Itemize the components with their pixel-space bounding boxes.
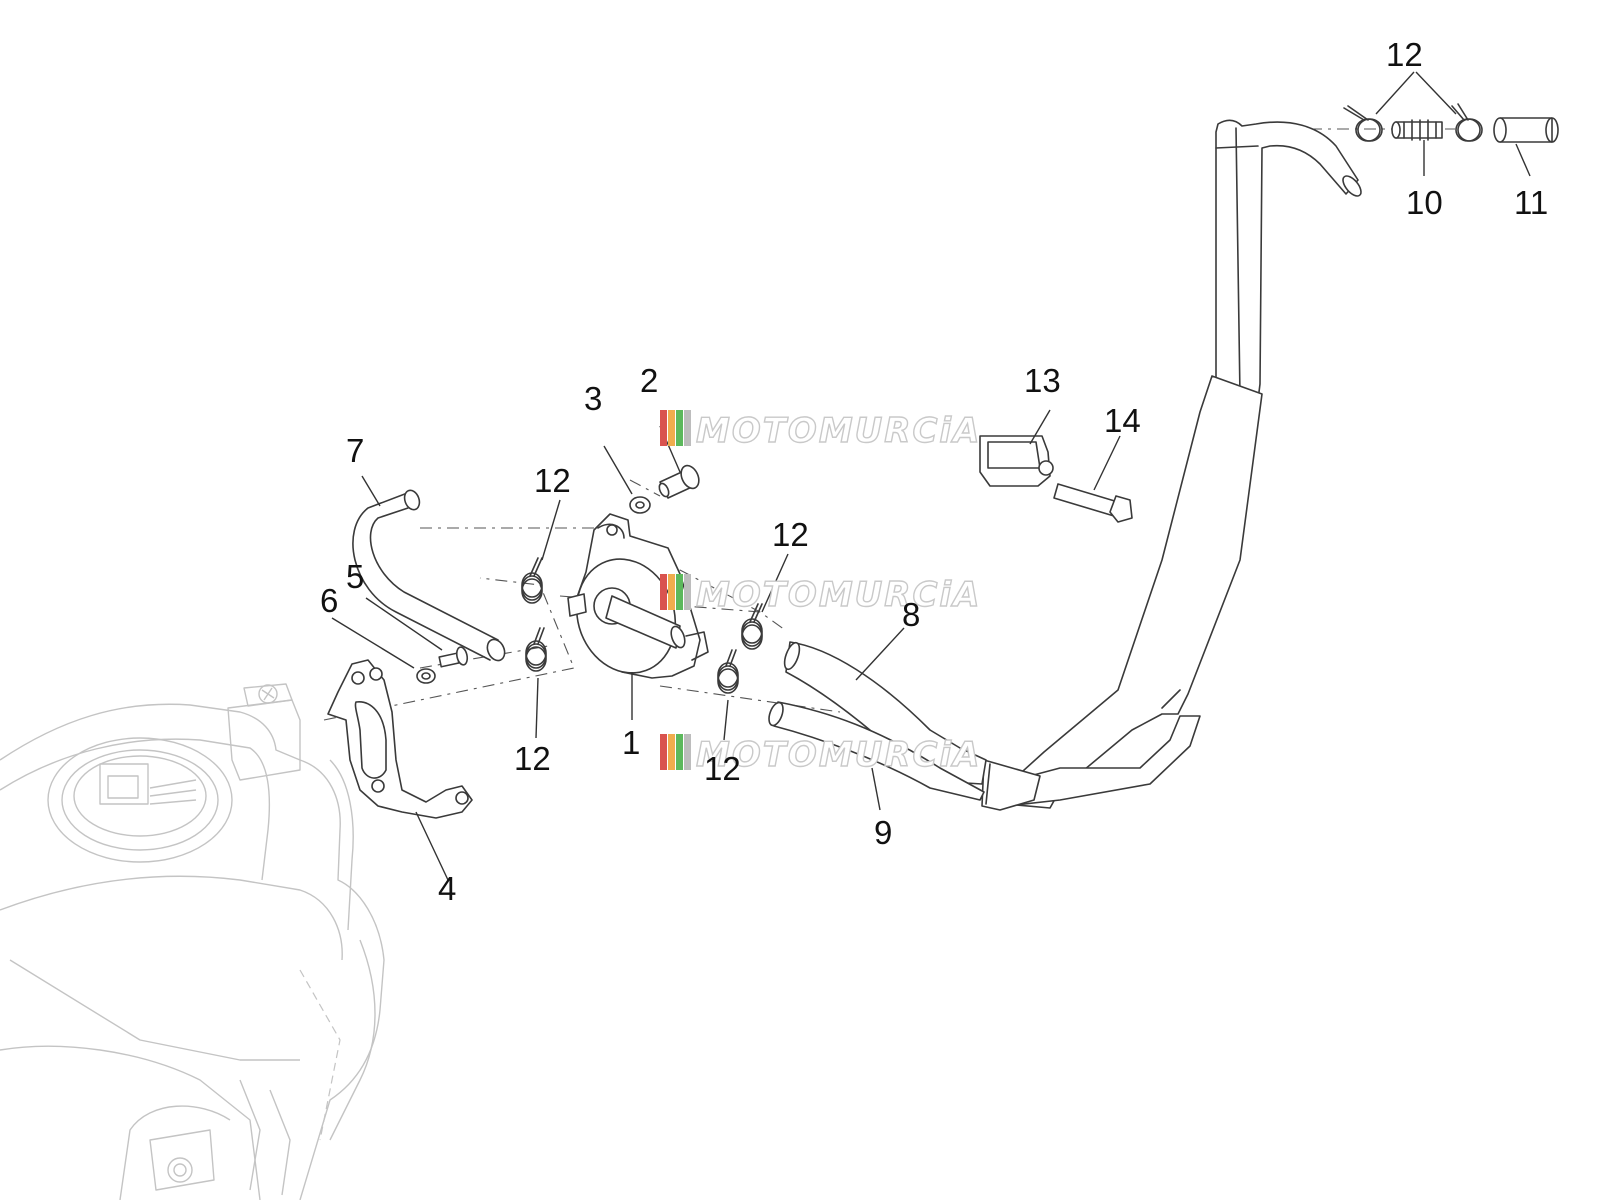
callout-14: 14	[1104, 402, 1141, 439]
watermark-stripe	[676, 574, 683, 610]
callout-12-right-upper: 12	[772, 516, 809, 553]
bolt-part-2[interactable]	[657, 463, 702, 499]
callout-3: 3	[584, 380, 602, 417]
watermark-stripe	[660, 574, 667, 610]
hose-part-7[interactable]	[352, 488, 508, 663]
callout-12-left-upper: 12	[534, 462, 571, 499]
callout-12-right-lower: 12	[704, 750, 741, 787]
callout-11: 11	[1514, 184, 1548, 221]
watermark-text: MOTOMURCiA	[696, 575, 981, 615]
callout-7: 7	[346, 432, 364, 469]
bolt-part-14[interactable]	[1053, 483, 1133, 523]
callout-2: 2	[640, 362, 658, 399]
watermark-stripe	[684, 410, 691, 446]
callout-9: 9	[874, 814, 892, 851]
hose-part-8-9[interactable]	[766, 119, 1364, 811]
screw-part-5[interactable]	[438, 646, 469, 668]
clamp-part-13[interactable]	[979, 435, 1054, 487]
callout-6: 6	[320, 582, 338, 619]
callout-5: 5	[346, 558, 364, 595]
watermark-stripe	[684, 734, 691, 770]
watermark-text: MOTOMURCiA	[696, 735, 981, 775]
watermark-stripe	[676, 734, 683, 770]
watermark-stripe	[660, 410, 667, 446]
watermark-stripe	[676, 410, 683, 446]
callout-12-top: 12	[1386, 36, 1423, 73]
callout-labels: 1 2 3 4 5 6 7 8 9 10 11 12 12 12 12 12 1…	[320, 36, 1548, 907]
fuel-tank-ghost	[0, 683, 385, 1200]
sleeve-part-11[interactable]	[1493, 117, 1559, 143]
filter-body-part-1[interactable]	[561, 513, 709, 687]
callout-12-left-lower: 12	[514, 740, 551, 777]
watermark-stripe	[660, 734, 667, 770]
callout-8: 8	[902, 596, 920, 633]
washer-part-6[interactable]	[416, 668, 436, 684]
watermark-text: MOTOMURCiA	[696, 411, 981, 451]
connector-part-10[interactable]	[1391, 119, 1443, 141]
washer-part-3[interactable]	[629, 496, 651, 514]
watermark-stripe	[668, 410, 675, 446]
leader-lines	[331, 71, 1531, 881]
bracket-part-4[interactable]	[327, 659, 473, 819]
callout-13: 13	[1024, 362, 1061, 399]
watermark-stripe	[668, 734, 675, 770]
callout-1: 1	[622, 724, 640, 761]
callout-4: 4	[438, 870, 456, 907]
callout-10: 10	[1406, 184, 1443, 221]
watermark-stripe	[684, 574, 691, 610]
hose-clamp-part-12[interactable]	[521, 103, 1483, 694]
watermark-stripe	[668, 574, 675, 610]
watermark: MOTOMURCiA MOTOMURCiA MOTOMURCiA	[660, 410, 981, 776]
